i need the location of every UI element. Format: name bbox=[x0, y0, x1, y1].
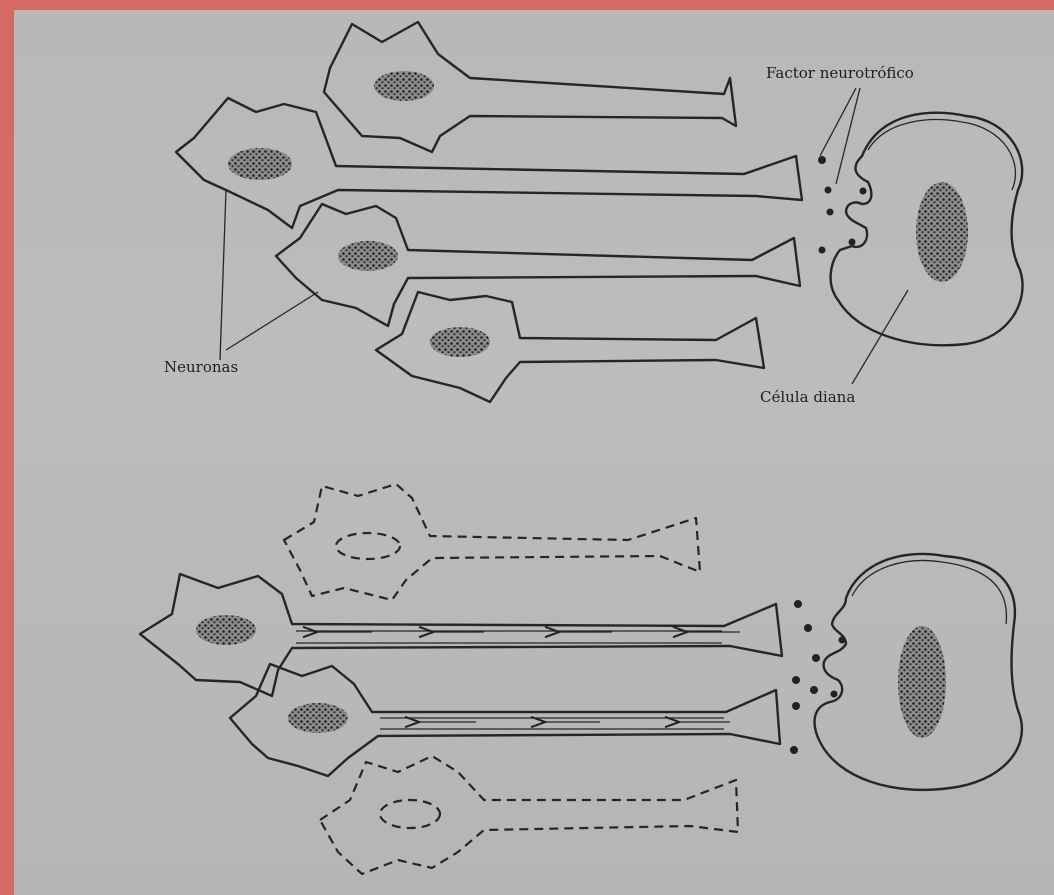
degenerating-neuron-1 bbox=[284, 484, 700, 600]
target-cell-top bbox=[831, 113, 1023, 346]
nucleus bbox=[338, 241, 398, 271]
neurotrophic-factor-dots-top bbox=[818, 156, 834, 254]
nucleus bbox=[898, 626, 946, 738]
degenerating-neuron-2 bbox=[320, 756, 738, 874]
label-neurotrophic-factor: Factor neurotrófico bbox=[766, 64, 914, 82]
label-neurons: Neuronas bbox=[164, 358, 238, 376]
bottom-panel bbox=[140, 484, 1022, 874]
surviving-neuron-a bbox=[140, 574, 782, 696]
leader-neuron-a bbox=[220, 190, 226, 360]
top-panel: Factor neurotrófico Neuronas Célula dian… bbox=[164, 22, 1023, 406]
nucleus bbox=[196, 615, 256, 645]
nucleus bbox=[916, 182, 968, 282]
nucleus bbox=[430, 327, 490, 357]
leader-target bbox=[852, 290, 908, 384]
leader-neuron-b bbox=[226, 292, 318, 350]
neuron-top-1 bbox=[324, 22, 736, 152]
surviving-neuron-b bbox=[230, 664, 780, 776]
neuron-top-4 bbox=[376, 292, 764, 402]
target-cell-bottom bbox=[815, 554, 1022, 790]
neuron-top-3 bbox=[276, 204, 800, 326]
label-target-cell: Célula diana bbox=[760, 388, 855, 406]
nucleus bbox=[288, 703, 348, 733]
nucleus bbox=[374, 71, 434, 101]
nucleus bbox=[228, 148, 292, 180]
